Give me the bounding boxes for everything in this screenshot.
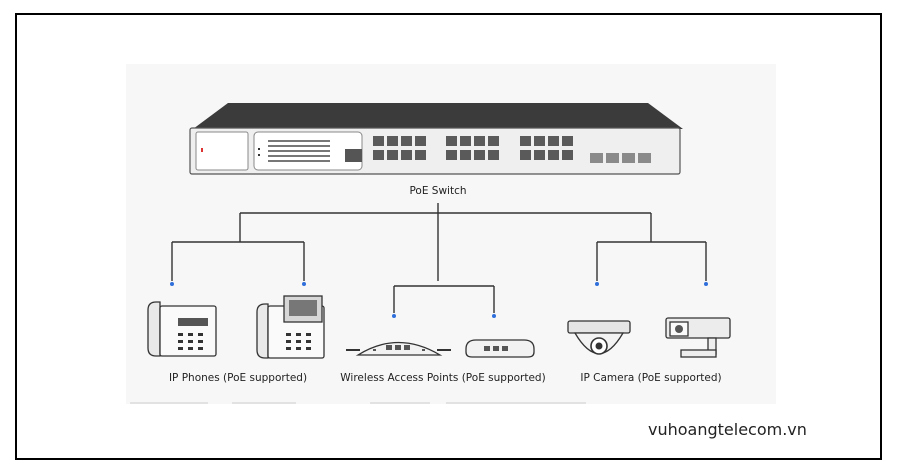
connector-lines <box>171 203 707 313</box>
bullet-camera-icon <box>665 317 731 358</box>
dome-camera-icon <box>567 320 631 355</box>
sfp-ports <box>590 153 651 163</box>
ip-video-phone-icon <box>256 295 325 359</box>
ip-phone-icon <box>147 301 217 357</box>
caption-access-points: Wireless Access Points (PoE supported) <box>340 372 545 384</box>
caption-phones: IP Phones (PoE supported) <box>169 372 307 384</box>
wireless-access-point-icon <box>346 341 451 356</box>
poe-switch <box>189 103 683 175</box>
faded-footer-text <box>130 402 586 404</box>
wireless-access-point-icon <box>465 339 535 358</box>
rj45-ports <box>373 136 573 160</box>
power-led-icon <box>201 148 203 152</box>
console-port-icon <box>345 149 362 162</box>
vent-grid <box>268 140 330 162</box>
caption-cameras: IP Camera (PoE supported) <box>580 372 721 384</box>
switch-label: PoE Switch <box>409 185 466 197</box>
watermark-text: vuhoangtelecom.vn <box>648 420 807 439</box>
connector-dots <box>170 282 708 318</box>
